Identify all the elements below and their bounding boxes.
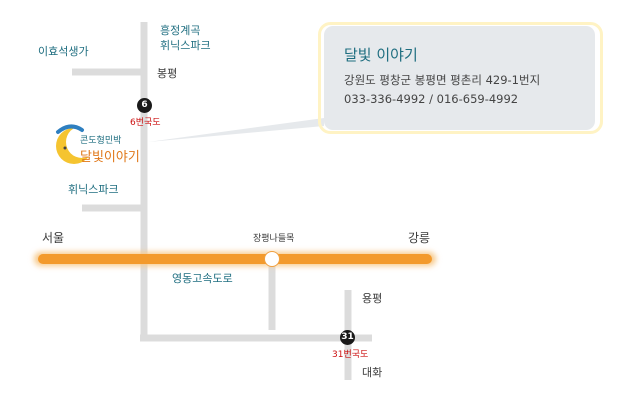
- label-ihyoseok-house: 이효석생가: [38, 45, 89, 58]
- callout-panel: 달빛 이야기 강원도 평창군 봉평면 평촌리 429-1번지 033-336-4…: [324, 26, 595, 130]
- place-title: 달빛 이야기: [344, 46, 418, 64]
- label-bongpyeong: 봉평: [157, 67, 178, 80]
- route-6-shield-icon: 6: [137, 98, 152, 113]
- callout-frame: [318, 22, 603, 134]
- logo-subtitle: 콘도형민박: [80, 136, 122, 146]
- label-route-31: 31번국도: [332, 350, 369, 360]
- info-callout: 달빛 이야기 강원도 평창군 봉평면 평촌리 429-1번지 033-336-4…: [318, 22, 603, 134]
- label-yeongdong-expressway: 영동고속도로: [172, 272, 233, 285]
- jangpyeong-interchange-marker: [264, 251, 280, 267]
- place-phone: 033-336-4992 / 016-659-4992: [344, 92, 519, 106]
- label-phoenix-park: 휘닉스파크: [68, 183, 119, 196]
- label-yongpyeong: 용평: [362, 292, 383, 305]
- label-route-6: 6번국도: [130, 118, 161, 128]
- route-31-shield-icon: 31: [340, 330, 355, 345]
- place-address: 강원도 평창군 봉평면 평촌리 429-1번지: [344, 73, 541, 87]
- crescent-moon-icon: [56, 124, 88, 164]
- label-phoenix-park-north: 휘닉스파크: [160, 39, 211, 52]
- expressway: [34, 252, 436, 266]
- callout-pointer: [148, 118, 324, 142]
- label-gangneung: 강릉: [408, 231, 431, 245]
- logo-title: 달빛이야기: [80, 150, 140, 165]
- label-seoul: 서울: [42, 231, 65, 245]
- label-heungjeong-valley: 흥정계곡: [160, 24, 201, 37]
- logo-dalbit-iyagi: 콘도형민박 달빛이야기: [52, 124, 146, 170]
- label-jangpyeong-ic: 장평나들목: [253, 234, 295, 244]
- label-daehwa: 대화: [362, 366, 383, 379]
